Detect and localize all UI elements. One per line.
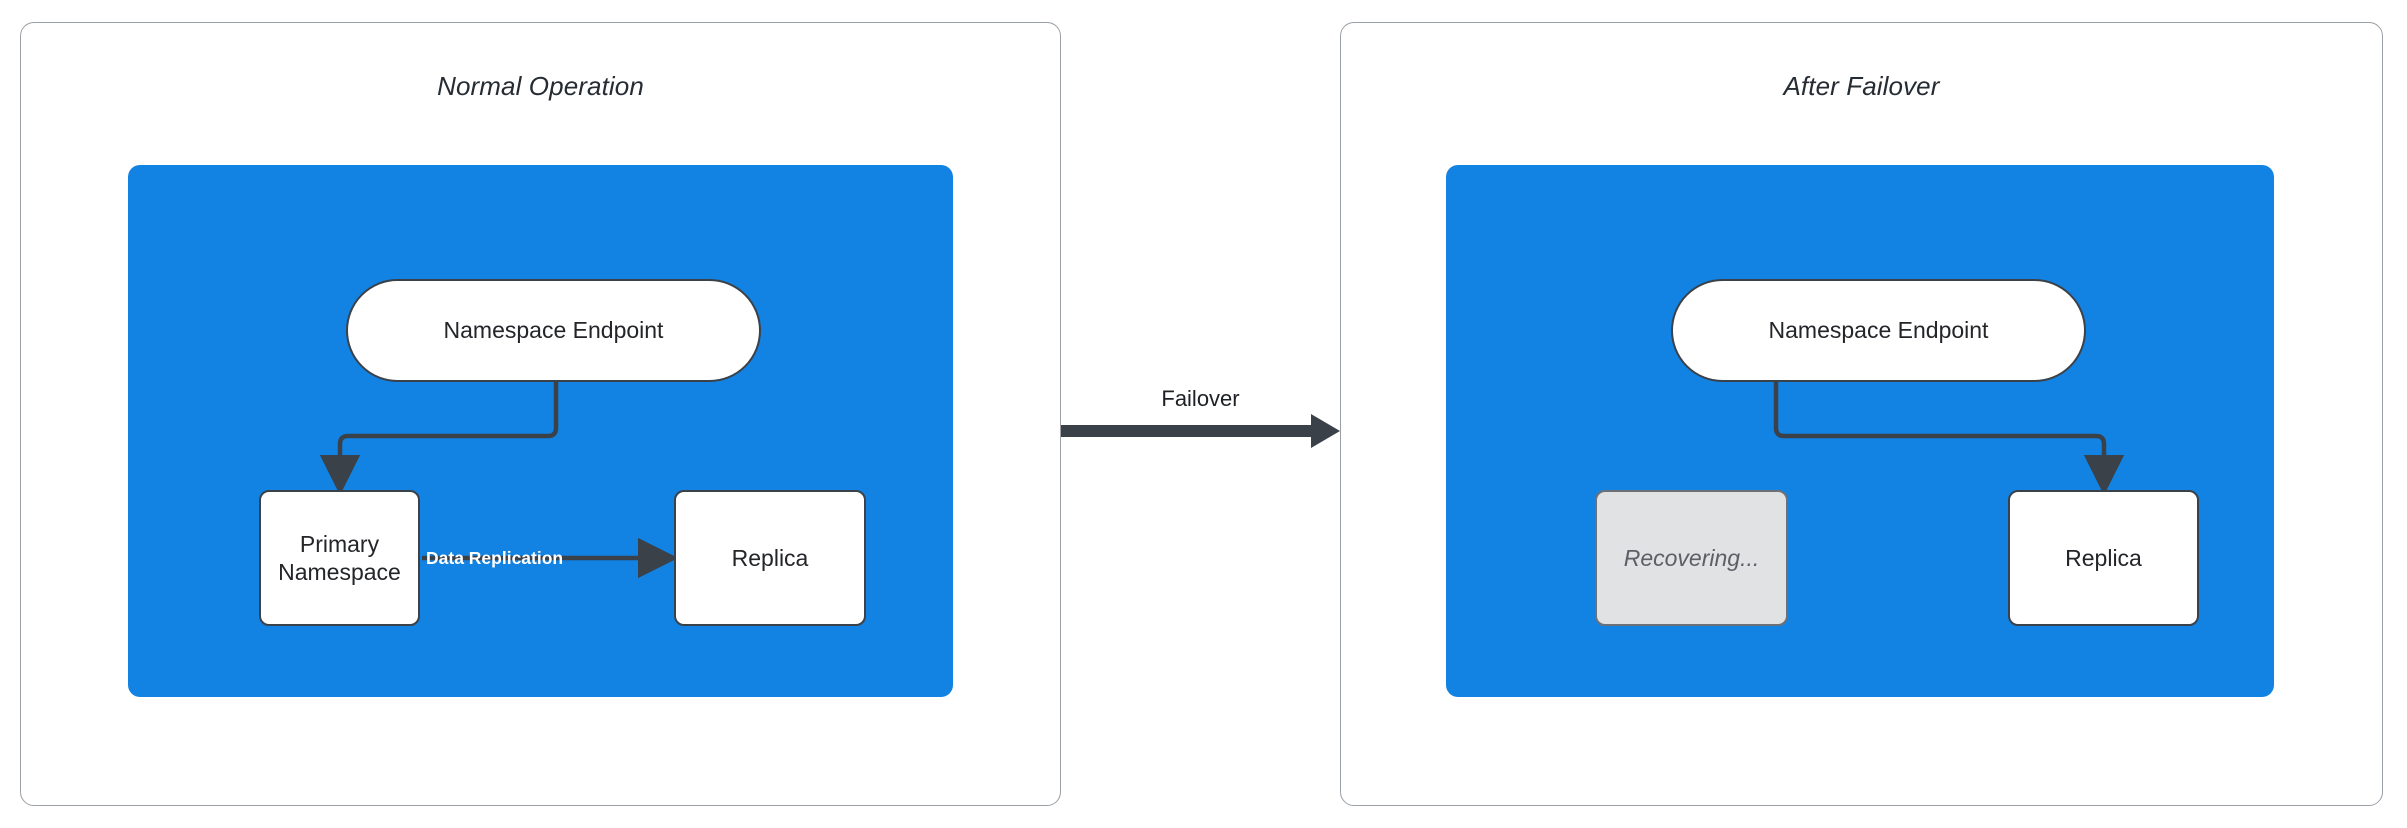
node-replica-right[interactable]: Replica (2008, 490, 2199, 626)
node-label-recovering: Recovering... (1623, 544, 1760, 571)
node-namespace-endpoint-left[interactable]: Namespace Endpoint (346, 279, 761, 382)
node-label-replica-right: Replica (2065, 544, 2142, 571)
panel-title-normal-operation: Normal Operation (437, 71, 644, 101)
node-label-namespace-endpoint-left: Namespace Endpoint (443, 317, 664, 344)
connector-endpoint-to-primary (319, 382, 559, 496)
node-primary-namespace[interactable]: Primary Namespace (259, 490, 420, 626)
failover-transition: Failover (1061, 386, 1340, 496)
failover-label: Failover (1161, 386, 1240, 411)
region-normal-operation: Namespace Endpoint Primary Namespace Rep… (128, 165, 953, 697)
node-label-primary-namespace: Primary Namespace (278, 530, 401, 585)
failover-arrow-icon (1061, 414, 1340, 448)
panel-normal-operation: Normal Operation Namespace Endpo (20, 22, 1061, 806)
edge-label-data-replication: Data Replication (426, 548, 564, 568)
panel-title-after-failover: After Failover (1783, 71, 1940, 101)
node-replica-left[interactable]: Replica (674, 490, 866, 626)
node-label-namespace-endpoint-right: Namespace Endpoint (1768, 317, 1989, 344)
node-label-replica-left: Replica (731, 544, 809, 571)
panel-after-failover: After Failover Namespace Endpoint Recove… (1340, 22, 2383, 806)
connector-endpoint-to-replica (1773, 382, 2125, 496)
node-namespace-endpoint-right[interactable]: Namespace Endpoint (1671, 279, 2086, 382)
region-after-failover: Namespace Endpoint Recovering... Replica (1446, 165, 2274, 697)
node-recovering[interactable]: Recovering... (1595, 490, 1788, 626)
